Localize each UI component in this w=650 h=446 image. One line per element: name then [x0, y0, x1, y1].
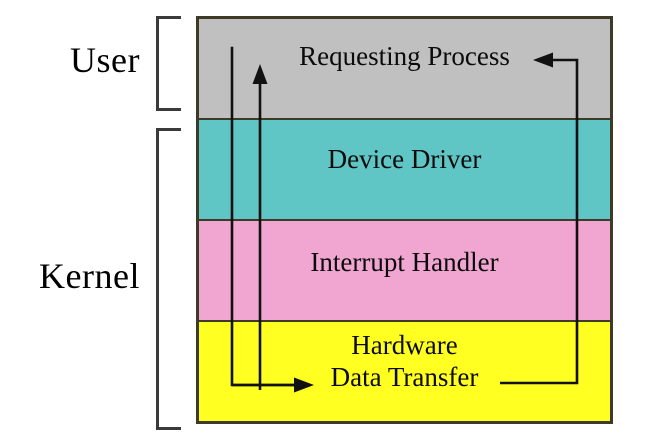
layer-hardware-label-group: Hardware Data Transfer — [331, 330, 479, 394]
layer-hardware: Hardware Data Transfer — [199, 322, 610, 421]
layer-hardware-label: Hardware — [351, 329, 458, 360]
user-mode-label: User — [70, 40, 140, 80]
kernel-mode-label: Kernel — [39, 256, 140, 296]
layer-requesting-process-label: Requesting Process — [299, 40, 510, 71]
layer-interrupt-handler: Interrupt Handler — [199, 221, 610, 322]
layer-stack: Requesting Process Device Driver Interru… — [196, 16, 613, 424]
layer-device-driver-label: Device Driver — [327, 143, 482, 174]
layer-device-driver: Device Driver — [199, 120, 610, 221]
layer-hardware-label-line2: Data Transfer — [330, 361, 479, 392]
layer-requesting-process: Requesting Process — [199, 19, 610, 120]
kernel-mode-bracket — [156, 128, 181, 430]
user-mode-bracket — [156, 16, 181, 111]
layer-interrupt-handler-label: Interrupt Handler — [310, 246, 499, 277]
